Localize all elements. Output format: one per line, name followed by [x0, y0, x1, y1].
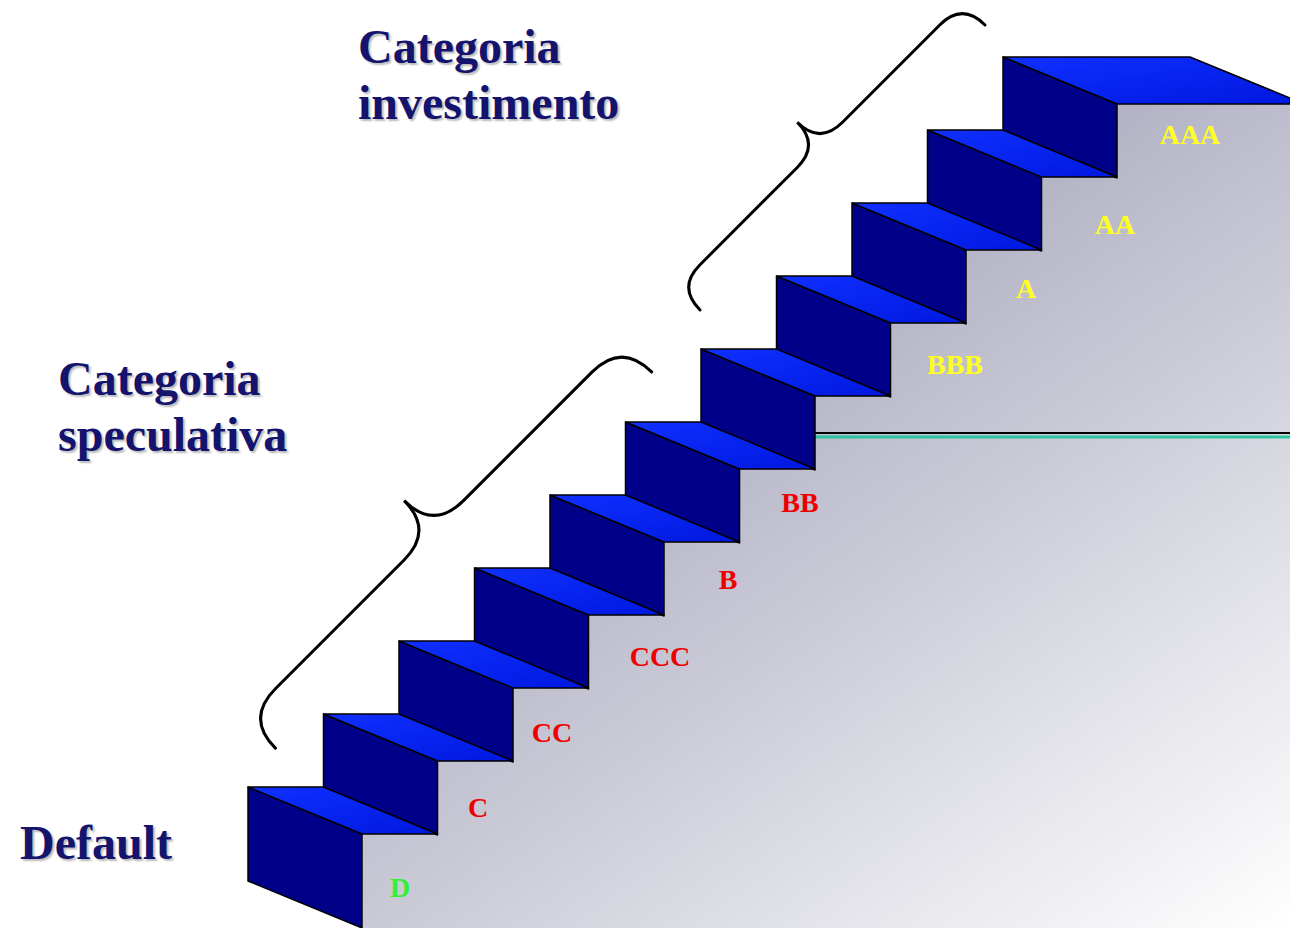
step-tread	[550, 495, 740, 542]
curly-bracket	[216, 313, 652, 749]
rating-grade: BB	[781, 487, 818, 519]
step-tread	[701, 349, 891, 396]
step-tread	[1003, 57, 1290, 104]
rating-grade: CC	[532, 717, 572, 749]
step-tread	[928, 130, 1118, 177]
stair-wall	[362, 104, 1290, 928]
rating-grade: B	[719, 564, 738, 596]
step-tread	[777, 276, 967, 323]
step-tread	[324, 714, 514, 761]
step-tread	[399, 641, 589, 688]
rating-grade: D	[390, 872, 410, 904]
step-tread	[852, 203, 1042, 250]
default-heading: Default	[20, 815, 172, 871]
threshold-line-accent	[815, 436, 1290, 439]
curly-bracket	[655, 0, 985, 310]
rating-grade: BBB	[927, 349, 983, 381]
rating-grade: A	[1016, 273, 1036, 305]
rating-grade: AAA	[1160, 119, 1221, 151]
step-tread	[475, 568, 665, 615]
step-tread	[626, 422, 816, 469]
threshold-line	[815, 432, 1290, 434]
rating-grade: CCC	[630, 641, 691, 673]
rating-grade: C	[468, 792, 488, 824]
category-heading: Categoria investimento	[358, 19, 658, 131]
rating-grade: AA	[1095, 209, 1135, 241]
step-tread	[248, 787, 438, 834]
category-heading: Categoria speculativa	[58, 351, 358, 463]
steps	[248, 57, 1290, 928]
